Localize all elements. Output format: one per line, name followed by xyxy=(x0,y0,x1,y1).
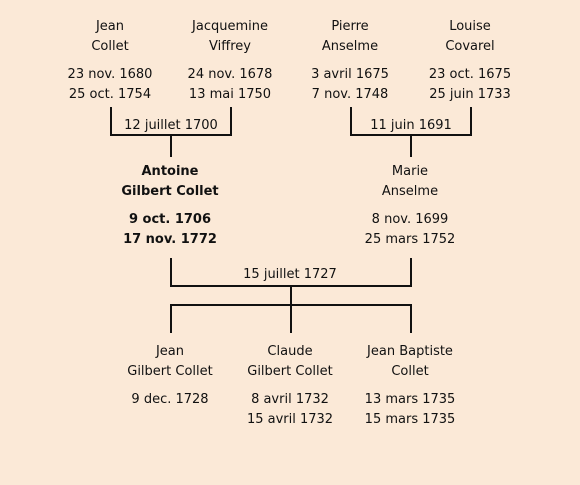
marriage-date-collet: 12 juillet 1700 xyxy=(121,118,221,134)
last-name: Viffrey xyxy=(209,39,251,54)
connector-line xyxy=(470,107,472,135)
connector-line xyxy=(230,107,232,135)
connector-line xyxy=(410,258,412,286)
birth-date: 8 avril 1732 xyxy=(251,392,329,407)
connector-line xyxy=(410,135,412,157)
first-name: Jacquemine xyxy=(192,19,268,34)
birth-date: 3 avril 1675 xyxy=(311,67,389,82)
last-name: Gilbert Collet xyxy=(121,184,219,199)
birth-date: 8 nov. 1699 xyxy=(371,212,449,227)
death-date: 7 nov. 1748 xyxy=(311,87,389,102)
death-date: 17 nov. 1772 xyxy=(123,232,217,247)
death-date: 15 avril 1732 xyxy=(246,412,334,427)
first-name: Antoine xyxy=(141,164,199,179)
last-name: Collet xyxy=(391,364,429,379)
connector-line xyxy=(110,107,112,135)
marriage-date-anselme: 11 juin 1691 xyxy=(361,118,461,134)
connector-line xyxy=(170,305,172,333)
grandparent-louise-covarel: Louise Covarel 23 oct. 1675 25 juin 1733 xyxy=(400,17,540,105)
grandparent-jean-collet: Jean Collet 23 nov. 1680 25 oct. 1754 xyxy=(40,17,180,105)
grandparent-pierre-anselme: Pierre Anselme 3 avril 1675 7 nov. 1748 xyxy=(280,17,420,105)
parent-antoine-gilbert-collet: Antoine Gilbert Collet 9 oct. 1706 17 no… xyxy=(100,162,240,250)
connector-line xyxy=(170,135,172,157)
connector-line xyxy=(170,258,172,286)
first-name: Louise xyxy=(449,19,491,34)
first-name: Jean Baptiste xyxy=(367,344,453,359)
birth-date: 13 mars 1735 xyxy=(364,392,456,407)
death-date: 25 oct. 1754 xyxy=(68,87,152,102)
last-name: Anselme xyxy=(321,39,379,54)
last-name: Collet xyxy=(91,39,129,54)
first-name: Jean xyxy=(155,344,185,359)
last-name: Gilbert Collet xyxy=(127,364,213,379)
connector-line xyxy=(410,305,412,333)
first-name: Claude xyxy=(267,344,313,359)
child-claude-gilbert-collet: Claude Gilbert Collet 8 avril 1732 15 av… xyxy=(220,342,360,430)
last-name: Gilbert Collet xyxy=(247,364,333,379)
death-date: 13 mai 1750 xyxy=(188,87,272,102)
birth-date: 9 dec. 1728 xyxy=(131,392,209,407)
connector-line xyxy=(290,305,292,333)
death-date: 15 mars 1735 xyxy=(364,412,456,427)
child-jean-baptiste-collet: Jean Baptiste Collet 13 mars 1735 15 mar… xyxy=(340,342,480,430)
child-jean-gilbert-collet: Jean Gilbert Collet 9 dec. 1728 xyxy=(100,342,240,410)
marriage-date-parents: 15 juillet 1727 xyxy=(230,267,350,283)
last-name: Covarel xyxy=(445,39,495,54)
connector-line xyxy=(350,107,352,135)
first-name: Jean xyxy=(95,19,125,34)
connector-line xyxy=(290,286,292,305)
birth-date: 23 nov. 1680 xyxy=(67,67,153,82)
birth-date: 23 oct. 1675 xyxy=(428,67,512,82)
last-name: Anselme xyxy=(381,184,439,199)
parent-marie-anselme: Marie Anselme 8 nov. 1699 25 mars 1752 xyxy=(340,162,480,250)
grandparent-jacquemine-viffrey: Jacquemine Viffrey 24 nov. 1678 13 mai 1… xyxy=(160,17,300,105)
first-name: Pierre xyxy=(331,19,369,34)
death-date: 25 mars 1752 xyxy=(364,232,456,247)
birth-date: 9 oct. 1706 xyxy=(128,212,212,227)
death-date: 25 juin 1733 xyxy=(429,87,511,102)
first-name: Marie xyxy=(391,164,429,179)
birth-date: 24 nov. 1678 xyxy=(187,67,273,82)
